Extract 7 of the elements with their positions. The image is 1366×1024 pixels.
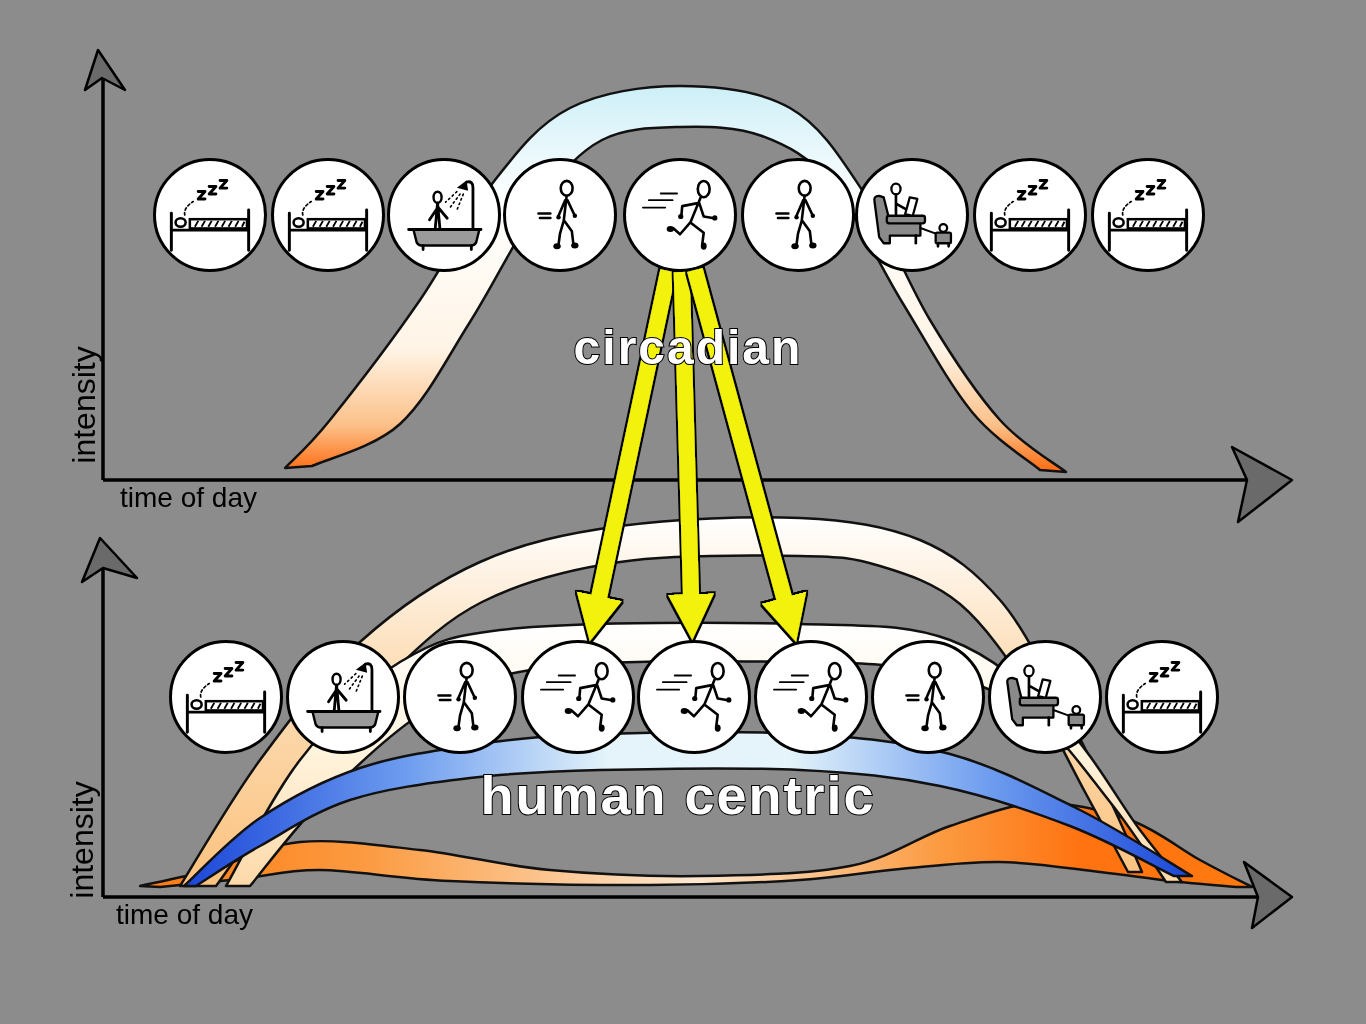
axis-label: intensity [66, 781, 98, 899]
axis-label: time of day [120, 484, 257, 512]
axis-label: intensity [68, 346, 100, 464]
axis-label: time of day [116, 901, 253, 929]
arrow [576, 269, 677, 643]
arrow [668, 271, 714, 641]
curve-title: human centric [480, 768, 876, 822]
